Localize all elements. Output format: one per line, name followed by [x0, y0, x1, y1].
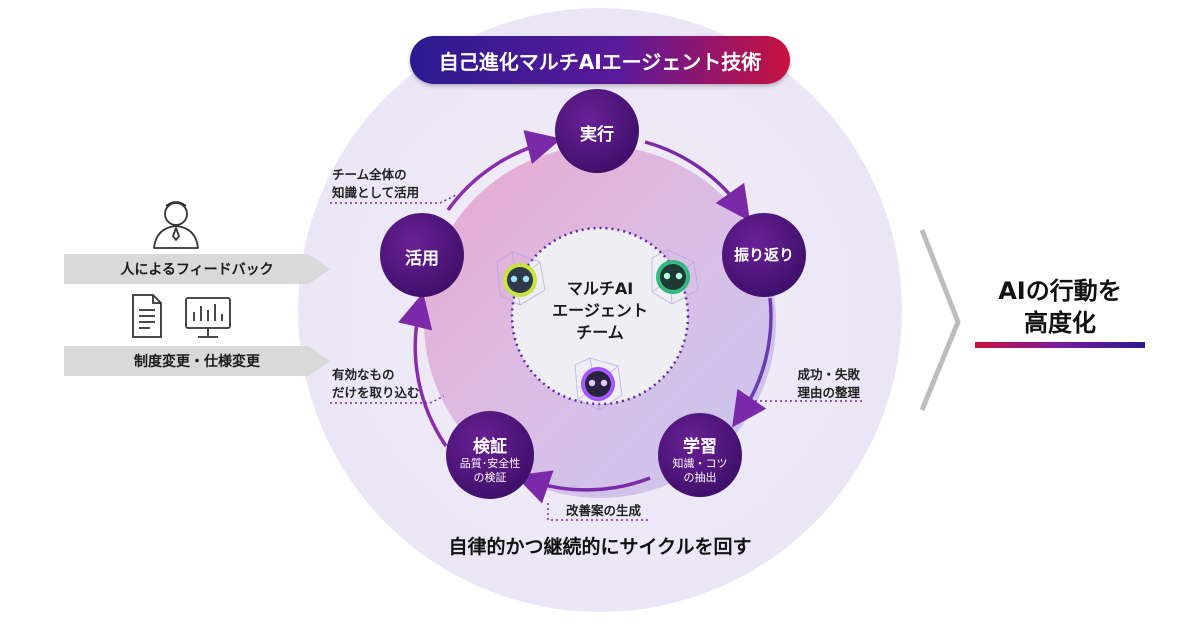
result-label: AIの行動を 高度化 — [975, 275, 1145, 339]
annotation-success-failure-line-1: 成功・失敗 — [797, 367, 860, 382]
node-reflect-title: 振り返り — [733, 246, 794, 264]
node-execute-label: 実行 — [557, 120, 637, 145]
arrow-execute-to-reflect — [644, 140, 751, 222]
arrow-learn-to-verify — [514, 470, 651, 504]
node-learn — [658, 413, 742, 497]
feedback-bar: 人によるフィードバック — [64, 254, 330, 284]
system-change-bar: 制度変更・仕様変更 — [64, 346, 330, 376]
feedback-bar-label: 人によるフィードバック — [120, 262, 274, 278]
node-learn-title: 学習 — [683, 437, 717, 457]
node-verify-label: 検証 品質･安全性 の検証 — [448, 432, 532, 485]
system-change-bar-label: 制度変更・仕様変更 — [134, 354, 260, 370]
annotation-effective-only-line-2: だけを取り込む — [332, 385, 420, 400]
center-label: マルチAI エージェント チーム — [520, 278, 680, 344]
annotation-success-failure: 成功・失敗 理由の整理 — [788, 366, 860, 402]
agent-bot-left — [496, 251, 546, 306]
diagram-title: 自己進化マルチAIエージェント技術 — [410, 36, 790, 84]
annotation-success-failure-line-2: 理由の整理 — [797, 385, 860, 400]
annotation-effective-only: 有効なもの だけを取り込む — [332, 366, 420, 402]
node-verify-sub-1: 品質･安全性 — [459, 457, 521, 470]
cycle-caption: 自律的かつ継続的にサイクルを回す — [448, 536, 752, 558]
arrow-verify-to-apply — [398, 292, 448, 447]
node-learn-label: 学習 知識・コツ の抽出 — [660, 432, 740, 485]
node-execute — [555, 89, 639, 173]
node-execute-title: 実行 — [580, 125, 614, 145]
node-apply-label: 活用 — [382, 244, 462, 269]
person-icon — [153, 201, 199, 249]
annotation-effective-only-line-1: 有効なもの — [332, 367, 395, 382]
node-verify-title: 検証 — [473, 437, 507, 457]
center-label-line-2: エージェント — [552, 301, 648, 320]
leader-team-knowledge — [330, 194, 457, 204]
arrow-reflect-to-learn — [732, 297, 773, 428]
node-learn-sub-1: 知識・コツ — [672, 457, 728, 470]
center-label-line-1: マルチAI — [566, 279, 634, 298]
document-icon — [132, 294, 162, 338]
node-reflect-label: 振り返り — [722, 244, 806, 265]
node-verify — [446, 411, 534, 499]
inner-circle — [510, 226, 690, 406]
monitor-chart-icon — [185, 297, 231, 338]
result-underline — [975, 342, 1145, 348]
center-label-line-3: チーム — [576, 323, 624, 342]
annotation-team-knowledge-line-1: チーム全体の — [332, 167, 407, 182]
chevron-right-icon — [919, 229, 961, 411]
result-label-line-2: 高度化 — [1024, 309, 1096, 337]
annotation-team-knowledge: チーム全体の 知識として活用 — [332, 166, 419, 202]
annotation-team-knowledge-line-2: 知識として活用 — [332, 185, 420, 200]
node-apply-title: 活用 — [405, 249, 439, 269]
node-reflect — [722, 213, 806, 297]
arrow-apply-to-execute — [446, 130, 562, 212]
node-learn-sub-2: の抽出 — [683, 471, 717, 484]
agent-bot-bottom — [574, 357, 623, 411]
annotation-improvement: 改善案の生成 — [566, 503, 642, 518]
result-label-line-1: AIの行動を — [998, 277, 1122, 305]
agent-bot-right — [651, 249, 699, 305]
node-apply — [380, 213, 464, 297]
leader-improvement — [547, 503, 650, 521]
node-verify-sub-2: の検証 — [473, 471, 507, 484]
leader-effective-only — [330, 395, 445, 404]
